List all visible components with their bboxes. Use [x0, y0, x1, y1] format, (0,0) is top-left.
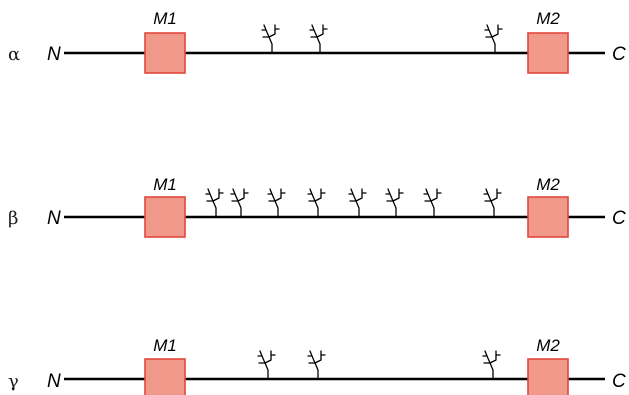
membrane-domain-m1	[144, 32, 186, 74]
membrane-domain-m2	[527, 32, 569, 74]
branched-glycan-icon	[482, 350, 501, 380]
subunit-row-gamma: γ N M1 M2 C	[8, 336, 626, 395]
branched-glycan-icon	[261, 24, 280, 54]
membrane-domain-m1	[144, 358, 186, 395]
branched-glycan-icon	[307, 350, 326, 380]
subunit-row-beta: β N M1 M2 C	[8, 175, 626, 238]
branched-glycan-icon	[257, 350, 276, 380]
subunit-greek-label: β	[8, 208, 18, 229]
branched-glycan-icon	[484, 24, 503, 54]
branched-glycan-icon	[483, 188, 502, 218]
domain-label-m1: M1	[153, 9, 177, 28]
branched-glycan-icon	[307, 188, 326, 218]
branched-glycan-icon	[205, 188, 224, 218]
subunit-row-alpha: α N M1 M2 C	[8, 9, 626, 74]
branched-glycan-icon	[267, 188, 286, 218]
domain-label-m2: M2	[536, 336, 560, 355]
c-terminus-label: C	[612, 208, 626, 229]
domain-label-m2: M2	[536, 175, 560, 194]
membrane-domain-m2	[527, 358, 569, 395]
subunit-greek-label: α	[8, 44, 20, 65]
branched-glycan-icon	[423, 188, 442, 218]
domain-label-m1: M1	[153, 336, 177, 355]
membrane-domain-m1	[144, 196, 186, 238]
subunit-greek-label: γ	[8, 371, 19, 392]
c-terminus-label: C	[612, 371, 626, 392]
branched-glycan-icon	[230, 188, 249, 218]
domain-label-m2: M2	[536, 9, 560, 28]
membrane-domain-m2	[527, 196, 569, 238]
domain-label-m1: M1	[153, 175, 177, 194]
n-terminus-label: N	[47, 208, 61, 229]
n-terminus-label: N	[47, 371, 61, 392]
branched-glycan-icon	[309, 24, 328, 54]
n-terminus-label: N	[47, 44, 61, 65]
c-terminus-label: C	[612, 44, 626, 65]
branched-glycan-icon	[348, 188, 367, 218]
branched-glycan-icon	[385, 188, 404, 218]
